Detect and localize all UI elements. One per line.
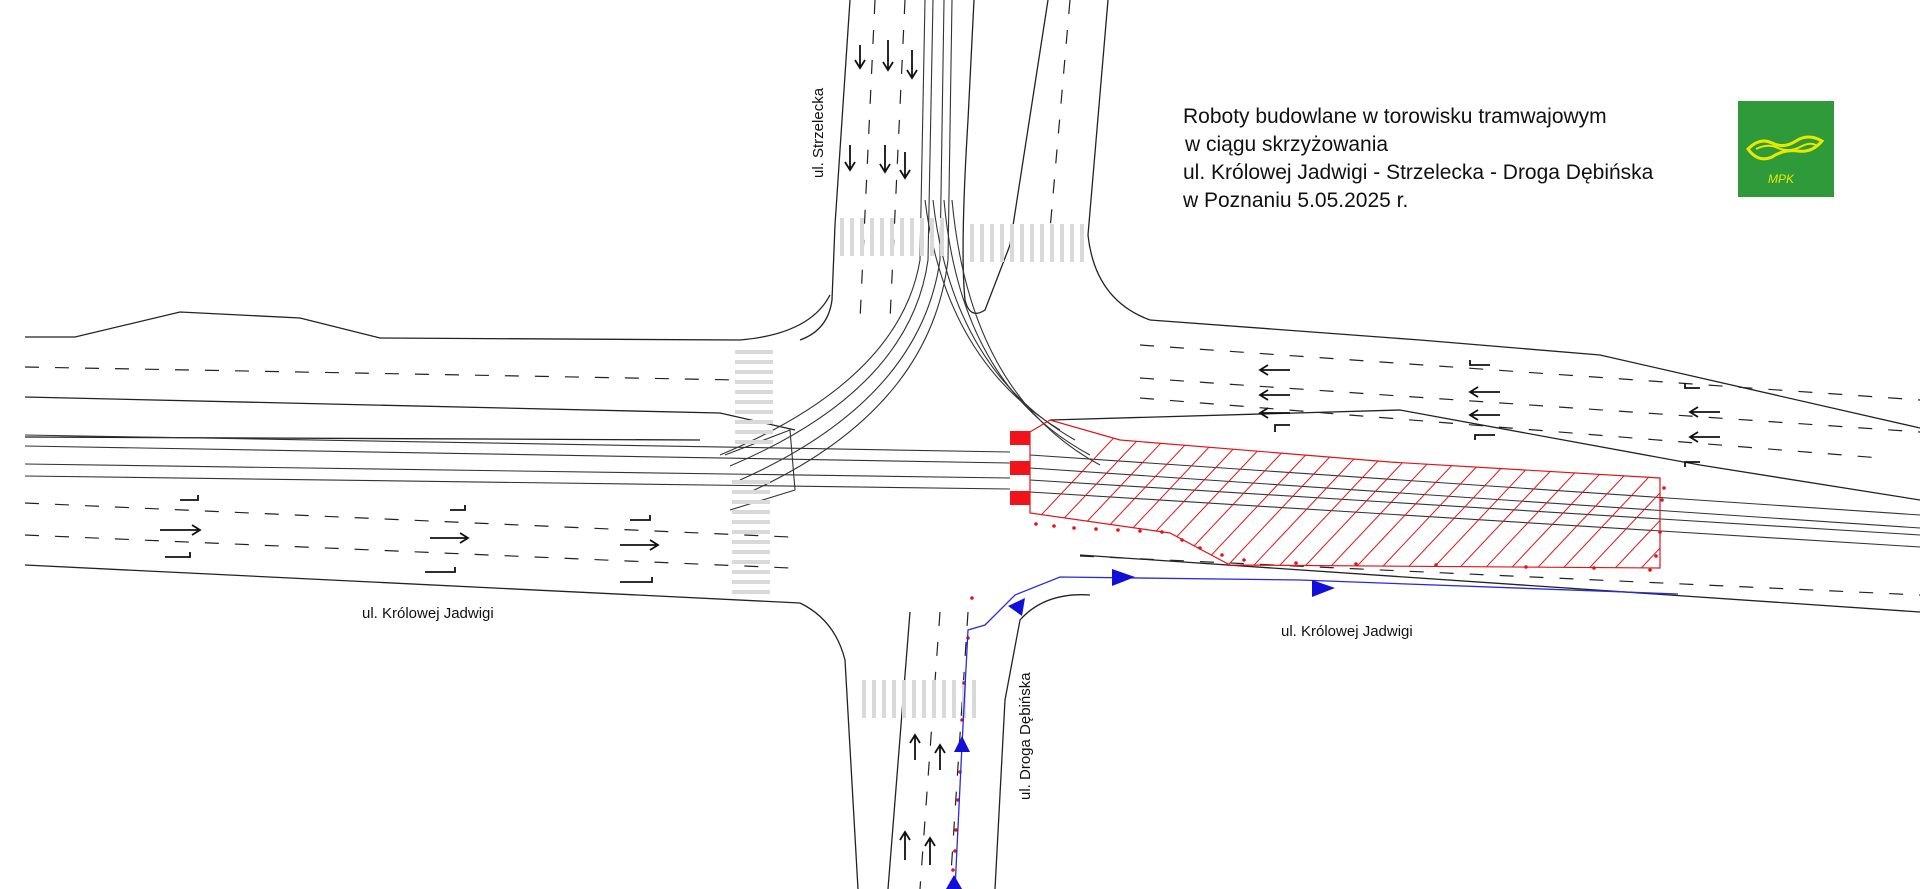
street-label-west: ul. Królowej Jadwigi [362,605,494,622]
detour-route [946,569,1679,889]
crosswalk-north [840,218,1084,262]
hatch-line [1030,420,1141,568]
cone [1034,522,1038,526]
hatch-line [1525,420,1660,568]
hatch-line [1265,420,1427,568]
mpk-logo: MPK [1738,101,1834,197]
cone [1658,530,1662,534]
crosswalk-south [862,680,976,718]
cone [951,868,955,872]
street-label-east: ul. Królowej Jadwigi [1281,623,1413,640]
cone [1648,568,1652,572]
cone [1072,526,1076,530]
cone [1138,529,1142,533]
hatch-line [1421,420,1583,568]
title-line-3: ul. Królowej Jadwigi - Strzelecka - Drog… [1183,161,1654,184]
barrier-1 [1010,431,1030,445]
crosswalk-west [732,350,773,594]
detour-arrow-5 [946,875,962,889]
north-road [799,0,1151,341]
hatch-line [1083,420,1245,568]
hatch-line [1577,420,1660,568]
hatch-line [1447,420,1609,568]
hatch-line [1317,420,1479,568]
cone [1180,538,1184,542]
hatch-line [1629,420,1660,568]
hatch-line [1603,420,1660,568]
hatch-line [1655,420,1660,568]
detour-arrow-1 [954,736,970,752]
cone [953,849,957,853]
hatch-line [1187,420,1349,568]
detour-arrow-2 [1008,598,1025,616]
lane-arrows [160,40,1720,865]
cone [1160,530,1164,534]
tram-tracks-west [24,429,1011,511]
detour-arrow-4 [1312,580,1335,597]
cone [1294,561,1298,565]
hatch-line [1369,420,1531,568]
hatch-line [1551,420,1660,568]
cone [1354,562,1358,566]
barriers [1010,431,1030,505]
cone [1052,524,1056,528]
hatch-line [1708,410,1868,580]
mpk-logo-icon: MPK [1746,135,1825,186]
street-label-south: ul. Droga Dębińska [1017,672,1034,800]
map-title: Roboty budowlane w torowisku tramwajowym… [1183,103,1653,215]
cone [1524,565,1528,569]
title-line-2: w ciągu skrzyżowania [1185,133,1389,156]
cone [1660,498,1664,502]
detour-arrow-3 [1112,569,1135,586]
cone [1662,486,1666,490]
cone [1116,528,1120,532]
cones [951,486,1666,872]
hatch-line [1213,420,1375,568]
east-road [994,319,1920,889]
cone [1654,554,1658,558]
cone [970,596,974,600]
south-road [887,611,969,889]
street-label-north: ul. Strzelecka [810,87,827,178]
work-zone [1029,410,1868,580]
cone [1220,553,1224,557]
west-road [24,294,859,889]
barrier-3 [1010,491,1030,505]
hatch-line [1499,420,1660,568]
cone [1592,566,1596,570]
hatch-line [1109,420,1271,568]
hatch-line [1682,410,1842,580]
logo-text: MPK [1768,172,1795,186]
cone [954,828,958,832]
hatch-line [1473,420,1635,568]
cone [1094,527,1098,531]
cone [1242,558,1246,562]
hatch-line [1161,420,1323,568]
cone [1434,563,1438,567]
title-line-4: w Poznaniu 5.05.2025 r. [1183,189,1409,212]
barrier-2 [1010,461,1030,475]
cone [1198,546,1202,550]
title-line-1: Roboty budowlane w torowisku tramwajowym [1183,105,1607,128]
